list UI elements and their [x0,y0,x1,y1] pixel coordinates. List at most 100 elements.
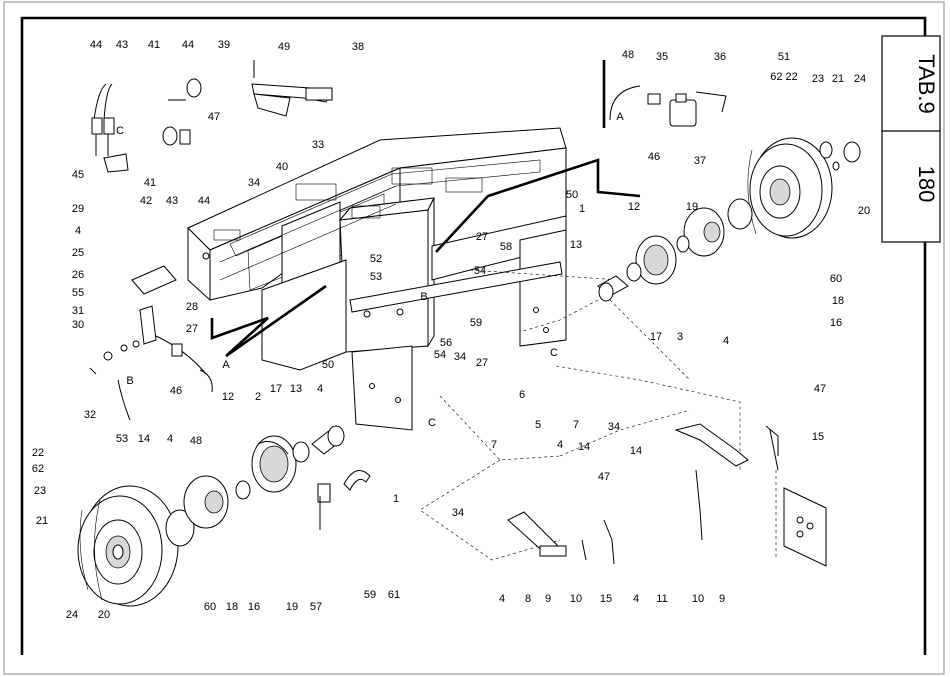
callout-24: 24 [66,609,78,621]
bearing-right [703,221,721,243]
callout-47: 47 [598,471,610,483]
callout-49: 49 [278,41,290,53]
callout-47: 47 [814,383,826,395]
callout-44: 44 [182,39,194,51]
handbrake-lever-left [89,265,213,421]
callout-14: 14 [630,445,642,457]
callout-20: 20 [858,205,870,217]
seal-left [235,480,251,500]
callout-30: 30 [72,319,84,331]
callout-27: 27 [476,357,488,369]
callout-45: 45 [72,169,84,181]
callout-15: 15 [812,431,824,443]
callout-4: 4 [75,225,81,237]
callout-14: 14 [578,441,590,453]
callout-15: 15 [600,593,612,605]
callout-24: 24 [854,73,866,85]
callout-46: 46 [170,385,182,397]
callout-28: 28 [186,301,198,313]
callout-34: 34 [452,507,464,519]
callout-3: 3 [677,331,683,343]
callout-7: 7 [573,419,579,431]
callout-57: 57 [310,601,322,613]
callout-25: 25 [72,247,84,259]
assembly-guide-lines [419,269,777,561]
spring-ring-right [626,262,642,282]
wheel-right [747,137,833,239]
callout-33: 33 [312,139,324,151]
cable-assembly [91,78,202,173]
view-letter-c: C [550,347,558,359]
lever-assembly-right [674,423,779,541]
callout-48: 48 [622,49,634,61]
spring-ring-left [292,441,310,463]
callout-12: 12 [222,391,234,403]
brake-backplate-left [251,435,297,493]
callout-62: 62 [32,463,44,475]
callout-40: 40 [276,161,288,173]
page-edge [3,1,945,675]
callout-10: 10 [570,593,582,605]
callout-58: 58 [500,241,512,253]
callout-23: 23 [34,485,46,497]
callout-4: 4 [499,593,505,605]
callout-4: 4 [167,433,173,445]
cap-right [843,141,861,163]
callout-60: 60 [204,601,216,613]
wheel-left [77,485,179,607]
view-letter-a: A [222,359,230,371]
callout-4: 4 [723,335,729,347]
callout-1: 1 [393,493,399,505]
shaft-left [311,425,345,455]
seal-right [676,235,690,253]
callout-13: 13 [570,239,582,251]
callout-4: 4 [317,383,323,395]
callout-6: 6 [519,389,525,401]
hose-48-right [609,85,641,121]
reservoir-37 [647,93,697,127]
callout-20: 20 [98,609,110,621]
callout-8: 8 [525,593,531,605]
callout-19: 19 [686,201,698,213]
plate-right [783,487,827,567]
bearing-left [204,490,224,514]
view-letter-c: C [428,417,436,429]
callout-9: 9 [719,593,725,605]
callout-53: 53 [370,271,382,283]
hub-flange-right [727,198,753,230]
callout-2: 2 [255,391,261,403]
callout-10: 10 [692,593,704,605]
callout-14: 14 [138,433,150,445]
callout-50: 50 [322,359,334,371]
callout-43: 43 [166,195,178,207]
callout-62-22: 62 22 [770,71,798,83]
callout-34: 34 [248,177,260,189]
callout-51: 51 [778,51,790,63]
callout-17: 17 [270,383,282,395]
callout-26: 26 [72,269,84,281]
brake-backplate-right [635,235,677,285]
callout-55: 55 [72,287,84,299]
callout-5: 5 [535,419,541,431]
hub-flange-left [165,509,195,547]
pin-left [317,483,331,503]
callout-61: 61 [388,589,400,601]
callout-46: 46 [648,151,660,163]
callout-18: 18 [226,601,238,613]
callout-35: 35 [656,51,668,63]
callout-43: 43 [116,39,128,51]
callout-22: 22 [32,447,44,459]
chassis-frame [187,127,567,431]
view-letter-b: B [420,291,427,303]
callout-31: 31 [72,305,84,317]
callout-56: 56 [440,337,452,349]
callout-16: 16 [248,601,260,613]
callout-4: 4 [557,439,563,451]
callout-41: 41 [144,177,156,189]
callout-4: 4 [633,593,639,605]
callout-41: 41 [148,39,160,51]
callout-47: 47 [208,111,220,123]
